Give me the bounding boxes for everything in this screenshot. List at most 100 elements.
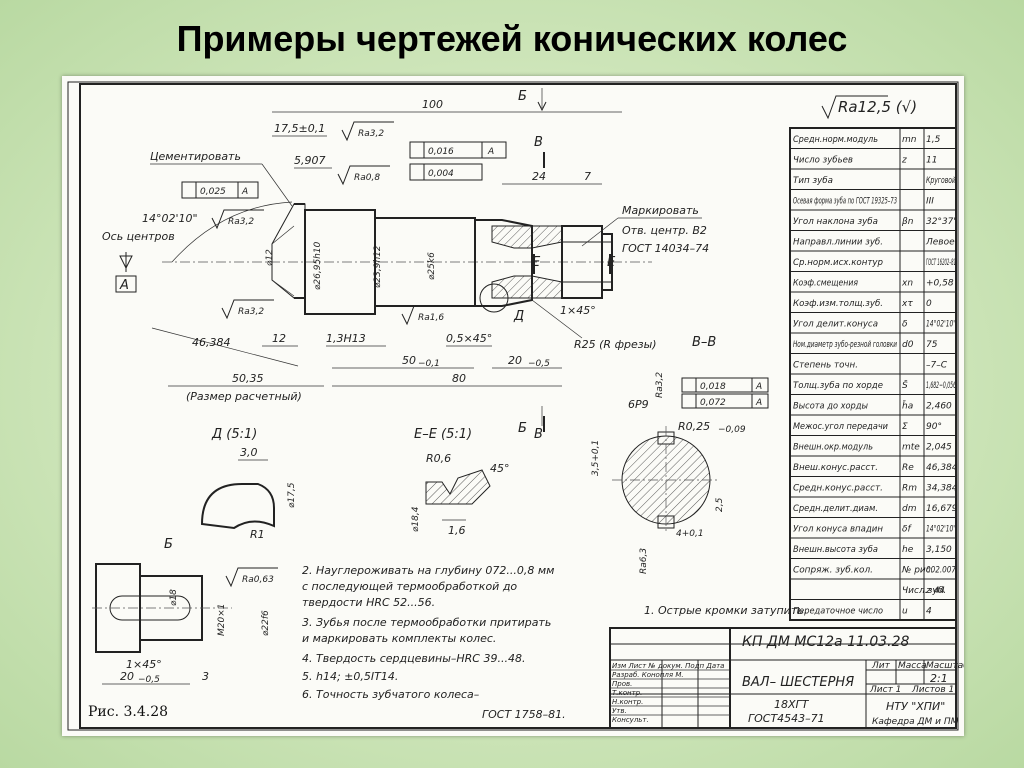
- r25-note: R25 (R фрезы): [574, 338, 657, 351]
- section-VV-r0-25-tol: −0,09: [718, 425, 746, 435]
- note-4: 4. Твердость сердцевины–HRC 39...48.: [302, 652, 525, 665]
- detail-D-d17-5: ⌀17,5: [287, 482, 297, 508]
- hatched-section-upper: [491, 225, 563, 249]
- param-name: Средн.норм.модуль: [793, 135, 878, 145]
- shaft-step-23-9: [374, 217, 476, 307]
- section-EE-dim-1-6: 1,6: [448, 524, 466, 537]
- dim-d23-9: ⌀23,9h12: [373, 245, 383, 288]
- param-value: III: [926, 197, 934, 207]
- param-name: Высота до хорды: [793, 402, 868, 412]
- titleblock-org-sub: Кафедра ДМ и ПМ: [872, 717, 959, 727]
- titleblock-row: Разраб. Конопля М.: [612, 671, 684, 679]
- param-value: z 44: [925, 586, 945, 596]
- param-value: 14°02'10": [926, 320, 956, 330]
- titleblock-row: Н.контр.: [612, 698, 643, 706]
- dim-17-5: 17,5±0,1: [274, 122, 325, 135]
- section-EE-shape: [425, 469, 491, 505]
- param-name: Число зубьев: [793, 156, 853, 166]
- param-value: ГОСТ 16202–81: [926, 258, 956, 268]
- tolerance-frame-004: [409, 163, 483, 181]
- dim-24: 24: [532, 170, 546, 183]
- section-EE: Е–Е (5:1) R0,6 45° ⌀18,4 1,6: [411, 427, 510, 537]
- section-VV-dim-2-5: 2,5: [715, 497, 725, 512]
- param-name: Коэф.изм.толщ.зуб.: [793, 299, 883, 309]
- param-symbol: dm: [902, 504, 917, 514]
- tol-016: 0,016: [428, 147, 454, 157]
- view-B-chamfer: 1×45°: [126, 658, 162, 671]
- param-name: Угол наклона зуба: [793, 217, 878, 227]
- titleblock-row: Консульт.: [612, 716, 649, 724]
- ra3-2-top: Ra3,2: [358, 129, 384, 139]
- dim-0-5x45: 0,5×45°: [446, 332, 492, 345]
- tol-025-base: A: [241, 187, 248, 197]
- section-VV-ra3-2: Ra3,2: [655, 372, 665, 398]
- slide-title: Примеры чертежей конических колес: [176, 18, 848, 59]
- note-1: 1. Острые кромки затупить.: [644, 604, 807, 617]
- ra1-6: Ra1,6: [418, 313, 444, 323]
- title-block: КП ДМ МС12а 11.03.28 ВАЛ– ШЕСТЕРНЯ 18ХГТ…: [609, 627, 964, 729]
- param-symbol: Σ: [902, 422, 908, 432]
- param-value: Левое: [925, 238, 955, 248]
- param-symbol: z: [901, 156, 907, 166]
- titleblock-material-gost: ГОСТ4543–71: [748, 712, 825, 725]
- marking-note: Маркировать: [622, 204, 699, 217]
- detail-circle-D: [479, 283, 509, 313]
- view-B-bottom: Б: [518, 421, 527, 436]
- tol-072-base: A: [755, 398, 762, 408]
- param-name: Сопряж. зуб.кол.: [793, 566, 873, 576]
- param-name: Средн.конус.расст.: [793, 484, 883, 494]
- param-symbol: mn: [902, 135, 917, 145]
- param-name: Передаточное число: [793, 607, 883, 617]
- view-B-ra0-63: Ra0,63: [242, 575, 274, 585]
- section-VV-dim-4: 4+0,1: [676, 529, 704, 539]
- ra3-2-cone: Ra3,2: [228, 217, 254, 227]
- detail-D-title: Д (5:1): [211, 427, 257, 442]
- note-6: 6. Точность зубчатого колеса–: [302, 688, 480, 701]
- titleblock-material: 18ХГТ: [774, 698, 810, 711]
- note-2c: твердости HRC 52...56.: [302, 596, 435, 609]
- view-B-dim-3: 3: [202, 670, 209, 683]
- section-EE-angle: 45°: [490, 462, 510, 475]
- tol-018-base: A: [755, 382, 762, 392]
- titleblock-row: Утв.: [612, 707, 627, 715]
- param-value: 90°: [926, 422, 942, 432]
- section-EE-d18-4: ⌀18,4: [411, 506, 421, 532]
- section-VV-r0-25: R0,25: [678, 420, 710, 433]
- section-V-bottom: В: [534, 427, 543, 442]
- dim-50: 50: [402, 354, 416, 367]
- param-name: Средн.делит.диам.: [793, 504, 878, 514]
- general-roughness-label: Ra12,5 (√): [838, 98, 917, 116]
- param-name: Ср.норм.исх.контур: [793, 258, 883, 268]
- titleblock-code: КП ДМ МС12а 11.03.28: [742, 634, 910, 650]
- outer-frame: [67, 81, 959, 731]
- section-VV: В–В Ra3,2 6P9 0,018 A 0,072 A R0,25 −0,0…: [591, 335, 769, 574]
- key-6p9: 6P9: [628, 398, 649, 411]
- detail-D-shape: [200, 483, 275, 530]
- titleblock-row: Изм Лист № докум. Подп Дата: [612, 662, 724, 670]
- param-name: Тип зуба: [793, 176, 833, 186]
- param-name: Толщ.зуба по хорде: [793, 381, 883, 391]
- figure-label: Рис. 3.4.28: [88, 704, 168, 720]
- view-B-top: Б: [518, 89, 527, 104]
- titleblock-scale: 2:1: [930, 672, 948, 685]
- view-B-d22: ⌀22f6: [261, 610, 271, 636]
- param-symbol: xτ: [901, 299, 913, 309]
- note-5: 5. h14; ±0,5IT14.: [302, 670, 398, 683]
- tol-frame-018: [681, 377, 769, 393]
- dim-12: 12: [272, 332, 286, 345]
- detail-D: Д (5:1) 3,0 ⌀17,5 R1: [200, 427, 297, 541]
- dim-80: 80: [452, 372, 466, 385]
- calc-note: (Размер расчетный): [186, 390, 302, 403]
- tol-018: 0,018: [700, 382, 726, 392]
- tolerance-frame-016: [409, 141, 507, 159]
- dim-5-907: 5,907: [294, 154, 326, 167]
- section-VV-ra6-3: Ra6,3: [639, 548, 649, 574]
- param-value: 11: [926, 156, 937, 166]
- param-value: 0: [926, 299, 932, 309]
- base-A: A: [119, 278, 129, 293]
- titleblock-col-lit: Лит: [871, 661, 891, 671]
- param-value: 2,045: [926, 443, 952, 453]
- view-D-marker: Д: [513, 309, 524, 324]
- param-symbol: he: [902, 545, 914, 555]
- section-E-left: Е: [532, 255, 541, 270]
